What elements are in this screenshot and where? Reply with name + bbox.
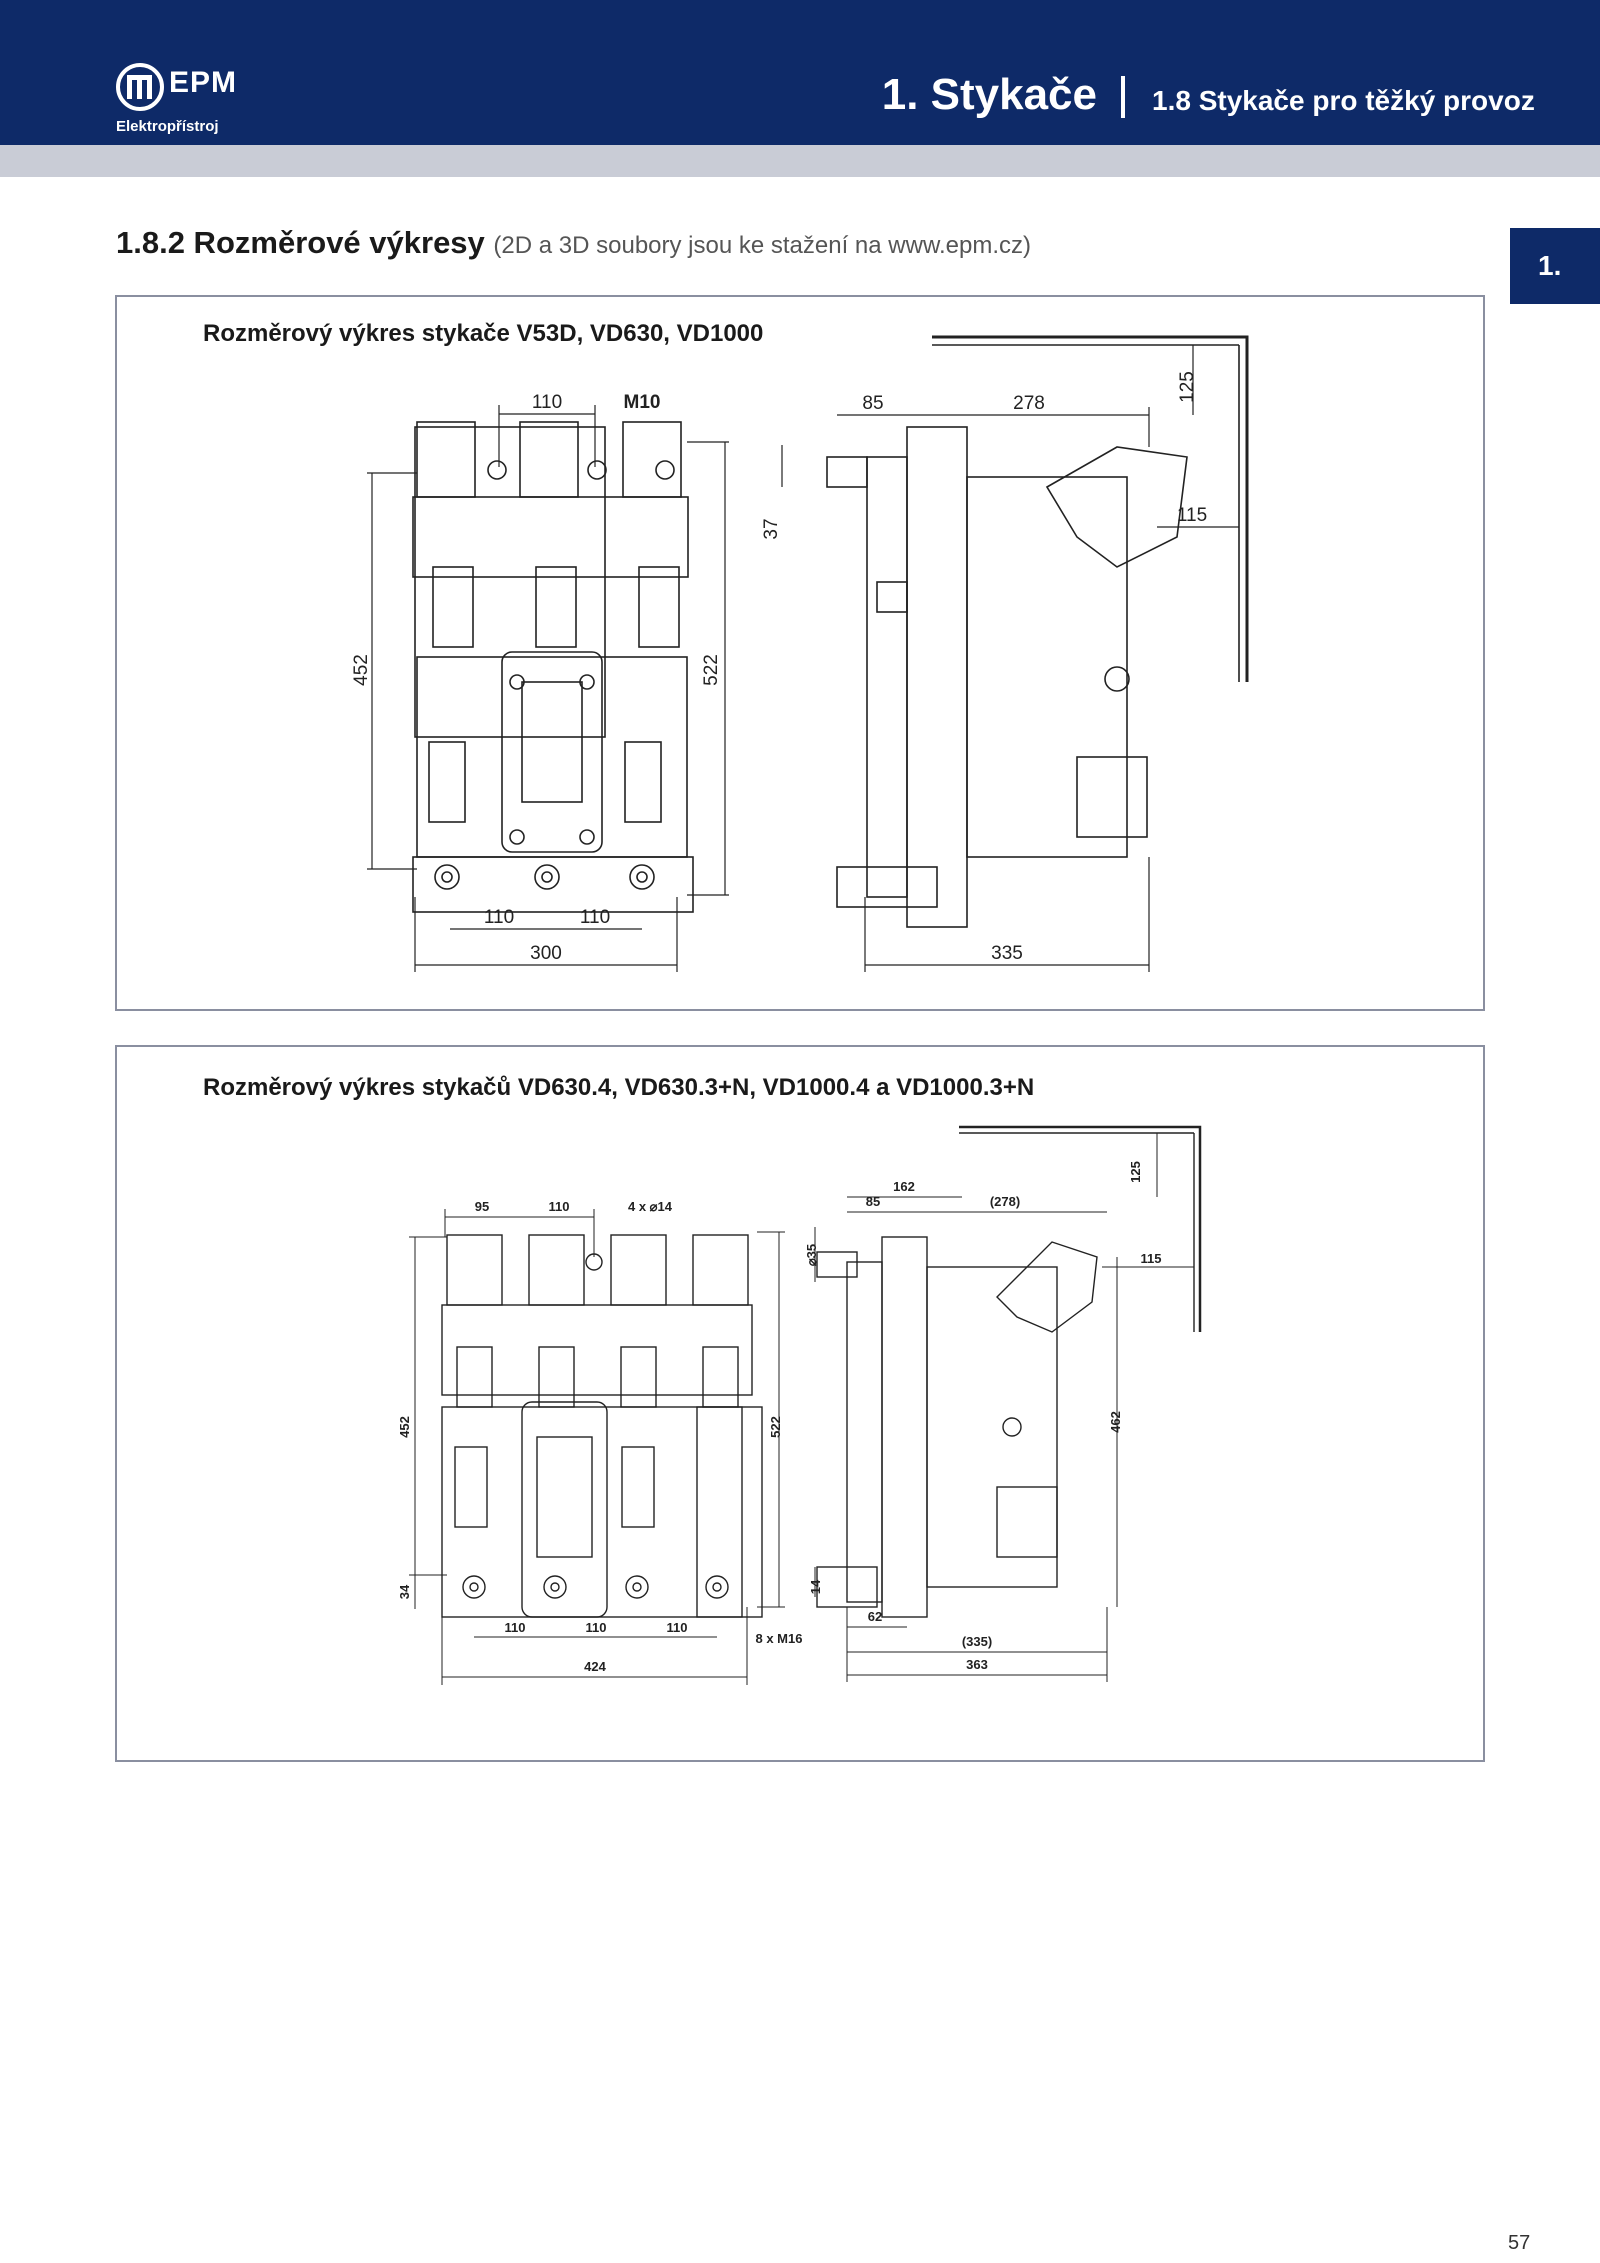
dim-side-115: 115: [1177, 505, 1207, 526]
dim-bottom-pitch-a: 110: [484, 907, 514, 928]
dim-side-335: (335): [962, 1634, 992, 1649]
dim-height-452: 452: [351, 654, 372, 686]
dim-bottom-pitch-b: 110: [580, 907, 610, 928]
dim-width-300: 300: [530, 943, 562, 964]
dim-side-85: 85: [866, 1194, 880, 1209]
page-heading-note: (2D a 3D soubory jsou ke stažení na www.…: [493, 232, 1031, 259]
dim-side-62: 62: [868, 1609, 882, 1624]
dim-side-278: (278): [990, 1194, 1020, 1209]
logo-subtext: Elektropřístroj: [116, 118, 219, 135]
logo-word: EPM: [169, 66, 238, 99]
drawing-2-figure: 95 110 4 x ⌀14 452 522 34 110 110 110 8 …: [397, 1125, 1202, 1685]
dim-top-110: 110: [549, 1199, 570, 1214]
dim-side-363: 363: [966, 1657, 988, 1672]
drawing-frame-1: Rozměrový výkres stykače V53D, VD630, VD…: [115, 295, 1485, 1011]
dim-top-95: 95: [475, 1199, 489, 1214]
dim-thread: M10: [624, 392, 661, 413]
dim-width-424: 424: [584, 1659, 606, 1674]
dim-bottom-110-c: 110: [667, 1620, 688, 1635]
dim-side-125: 125: [1177, 371, 1198, 403]
dim-side-35: ⌀35: [804, 1244, 819, 1266]
dim-side-14: 14: [808, 1579, 823, 1594]
drawing-2-title: Rozměrový výkres stykačů VD630.4, VD630.…: [203, 1074, 1035, 1101]
dim-height-522: 522: [768, 1416, 783, 1438]
dim-side-125: 125: [1128, 1161, 1143, 1183]
dim-height-522: 522: [701, 654, 722, 686]
dim-bolts: 8 x M16: [756, 1631, 803, 1646]
dim-holes: 4 x ⌀14: [628, 1199, 673, 1214]
drawing-frame-2: Rozměrový výkres stykačů VD630.4, VD630.…: [115, 1045, 1485, 1762]
title-separator: [1121, 76, 1125, 118]
header-bar: EPM Elektropřístroj 1. Stykače 1.8 Styka…: [0, 0, 1600, 145]
header-gray-band: [0, 145, 1600, 177]
dim-side-85: 85: [862, 393, 883, 414]
dim-side-37: 37: [761, 518, 782, 539]
dim-top-pitch: 110: [532, 392, 562, 413]
dim-side-278: 278: [1013, 393, 1045, 414]
epm-logo: EPM Elektropřístroj: [115, 62, 315, 142]
page-heading: 1.8.2 Rozměrové výkresy (2D a 3D soubory…: [116, 225, 1031, 261]
dim-side-335: 335: [991, 943, 1023, 964]
dim-side-462: 462: [1108, 1411, 1123, 1433]
drawing-1-title: Rozměrový výkres stykače V53D, VD630, VD…: [203, 320, 764, 347]
dim-side-115: 115: [1141, 1251, 1162, 1266]
dim-side-34: 34: [397, 1584, 412, 1599]
chapter-title: 1. Stykače: [881, 70, 1097, 119]
dim-height-452: 452: [397, 1416, 412, 1438]
dim-bottom-110-a: 110: [505, 1620, 526, 1635]
page-number: 57: [1508, 2232, 1531, 2254]
epm-logo-icon: [116, 63, 164, 111]
dim-bottom-110-b: 110: [586, 1620, 607, 1635]
dim-side-162: 162: [893, 1179, 915, 1194]
page-heading-title: 1.8.2 Rozměrové výkresy: [116, 225, 485, 260]
section-title: 1.8 Stykače pro těžký provoz: [1152, 85, 1535, 116]
drawing-1-figure: 110 M10 452 522 110 110 300 85 278 125 1…: [351, 335, 1249, 972]
chapter-side-tab[interactable]: 1.: [1510, 228, 1600, 304]
